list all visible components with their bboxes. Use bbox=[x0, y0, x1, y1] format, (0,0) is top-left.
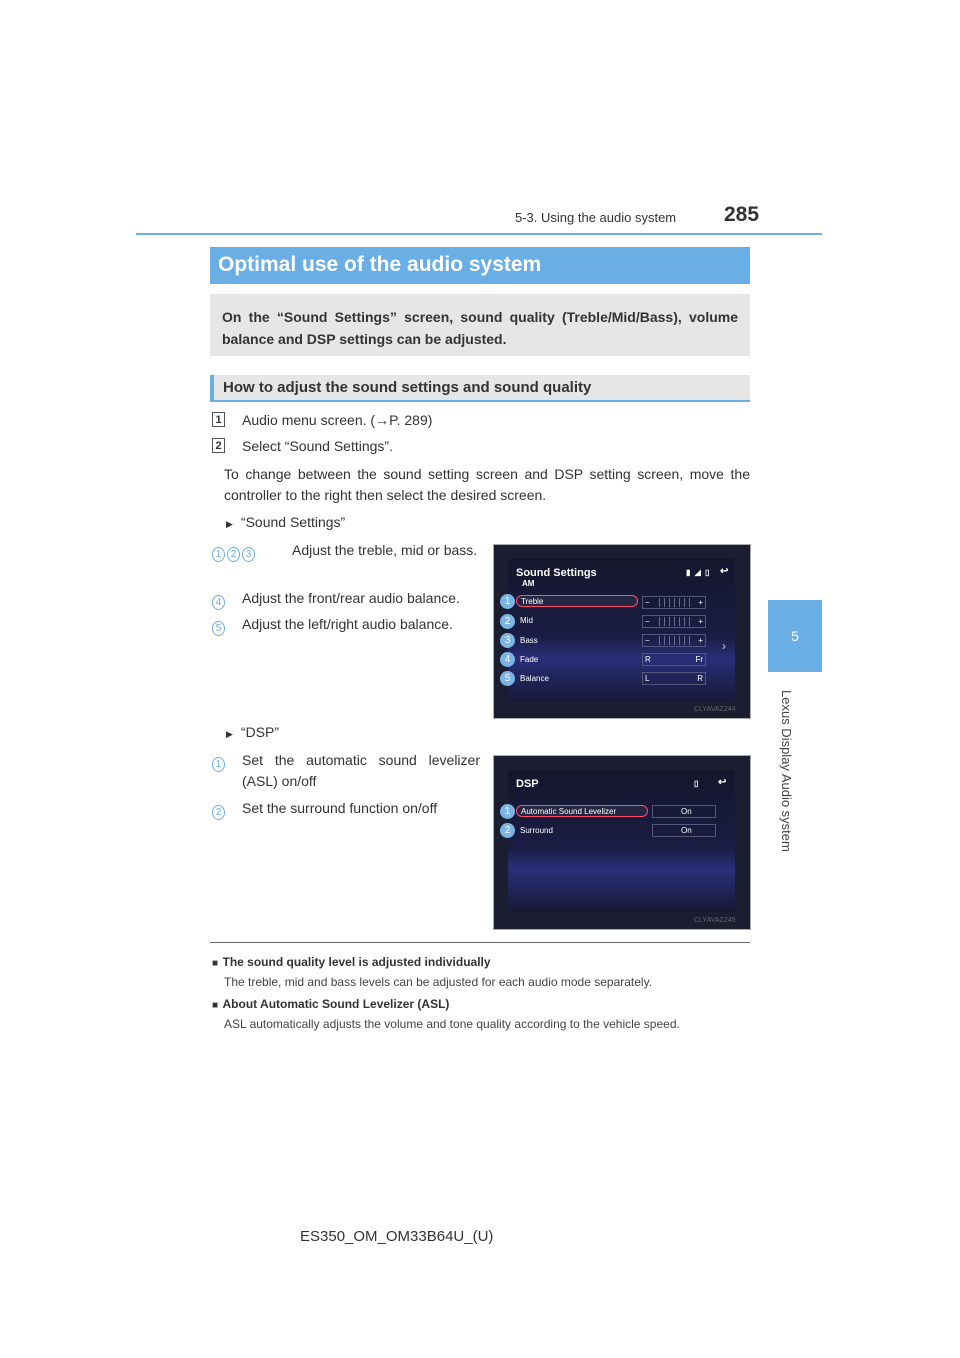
row-label: Bass bbox=[520, 636, 538, 645]
mid-slider: − + bbox=[642, 615, 706, 628]
surround-toggle: On bbox=[652, 824, 716, 837]
dsp-screenshot: DSP ▯ ↩ Automatic Sound Levelizer Surrou… bbox=[493, 755, 751, 930]
asl-toggle: On bbox=[652, 805, 716, 818]
document-code: ES350_OM_OM33B64U_(U) bbox=[300, 1228, 494, 1245]
item-text: Adjust the left/right audio balance. bbox=[242, 616, 453, 632]
callout-badge: 2 bbox=[500, 614, 515, 629]
screen-source: AM bbox=[522, 579, 535, 588]
display-screen: DSP ▯ ↩ Automatic Sound Levelizer Surrou… bbox=[508, 770, 735, 912]
circled-number: 4 bbox=[212, 595, 225, 610]
step-number: 1 bbox=[212, 412, 225, 427]
chapter-title-vertical: Lexus Display Audio system bbox=[779, 690, 800, 870]
callout-badge: 1 bbox=[500, 594, 515, 609]
note-body: ASL automatically adjusts the volume and… bbox=[224, 1017, 680, 1031]
callout-badge: 2 bbox=[500, 823, 515, 838]
step-number: 2 bbox=[212, 438, 225, 453]
chapter-tab: 5 bbox=[768, 600, 822, 672]
callout-badge: 1 bbox=[500, 804, 515, 819]
circled-number: 2 bbox=[212, 805, 225, 820]
item-numbers: 4 bbox=[212, 590, 227, 611]
item-text: Set the surround function on/off bbox=[242, 800, 438, 816]
chapter-title: Lexus Display Audio system bbox=[779, 690, 794, 852]
step-note: To change between the sound setting scre… bbox=[224, 466, 750, 503]
callout-badge: 5 bbox=[500, 671, 515, 686]
circled-number: 2 bbox=[227, 547, 240, 562]
triangle-bullet-icon: ▶ bbox=[226, 519, 233, 529]
balance-slider: L R bbox=[642, 672, 706, 685]
bass-slider: − + bbox=[642, 634, 706, 647]
treble-slider: − + bbox=[642, 596, 706, 609]
circled-number: 5 bbox=[212, 621, 225, 636]
item-text: Set the automatic sound levelizer (ASL) … bbox=[242, 752, 480, 789]
step-text: Audio menu screen. (→P. 289) bbox=[242, 412, 433, 428]
row-label: Treble bbox=[516, 595, 638, 607]
chevron-right-icon: › bbox=[722, 639, 726, 653]
row-label: Fade bbox=[520, 655, 539, 664]
row-label: Automatic Sound Levelizer bbox=[516, 805, 648, 817]
back-icon: ↩ bbox=[718, 777, 727, 788]
item-text: Adjust the front/rear audio balance. bbox=[242, 590, 460, 606]
status-icons: ▮ ◢ ▯ bbox=[686, 568, 711, 577]
row-label: Balance bbox=[520, 674, 549, 683]
row-label: Mid bbox=[520, 616, 533, 625]
note-body: The treble, mid and bass levels can be a… bbox=[224, 975, 653, 989]
display-screen: Sound Settings AM ▮ ◢ ▯ ↩ Treble Mid Bas… bbox=[508, 559, 735, 701]
fade-slider: R Fr bbox=[642, 653, 706, 666]
back-icon: ↩ bbox=[720, 566, 729, 577]
note-heading: ■ About Automatic Sound Levelizer (ASL) bbox=[212, 997, 450, 1011]
note-heading: ■ The sound quality level is adjusted in… bbox=[212, 955, 491, 969]
bullet-label: ▶“DSP” bbox=[226, 724, 280, 740]
header-divider bbox=[136, 233, 822, 235]
screen-title: DSP bbox=[516, 778, 539, 790]
page-number: 285 bbox=[724, 203, 760, 226]
status-icons: ▯ bbox=[694, 779, 699, 788]
circled-number: 1 bbox=[212, 547, 225, 562]
square-bullet-icon: ■ bbox=[212, 958, 219, 969]
square-bullet-icon: ■ bbox=[212, 1000, 219, 1011]
item-numbers: 5 bbox=[212, 616, 227, 637]
bullet-label: ▶“Sound Settings” bbox=[226, 514, 346, 530]
step-text: Select “Sound Settings”. bbox=[242, 438, 393, 454]
circled-number: 3 bbox=[242, 547, 255, 562]
item-numbers: 1 bbox=[212, 752, 227, 773]
item-text: Adjust the treble, mid or bass. bbox=[292, 542, 478, 558]
notes-divider bbox=[210, 942, 750, 943]
figure-code: CLYAVAZ245 bbox=[694, 917, 736, 924]
screen-title: Sound Settings bbox=[516, 567, 597, 579]
intro-box: On the “Sound Settings” screen, sound qu… bbox=[210, 294, 750, 356]
callout-badge: 3 bbox=[500, 633, 515, 648]
callout-badge: 4 bbox=[500, 652, 515, 667]
circled-number: 1 bbox=[212, 757, 225, 772]
section-heading: 5-3. Using the audio system bbox=[515, 210, 677, 225]
sound-settings-screenshot: Sound Settings AM ▮ ◢ ▯ ↩ Treble Mid Bas… bbox=[493, 544, 751, 719]
item-numbers: 2 bbox=[212, 800, 227, 821]
row-label: Surround bbox=[520, 826, 553, 835]
page-title: Optimal use of the audio system bbox=[210, 247, 750, 284]
subsection-heading: How to adjust the sound settings and sou… bbox=[210, 375, 750, 402]
triangle-bullet-icon: ▶ bbox=[226, 729, 233, 739]
figure-code: CLYAVAZ244 bbox=[694, 706, 736, 713]
